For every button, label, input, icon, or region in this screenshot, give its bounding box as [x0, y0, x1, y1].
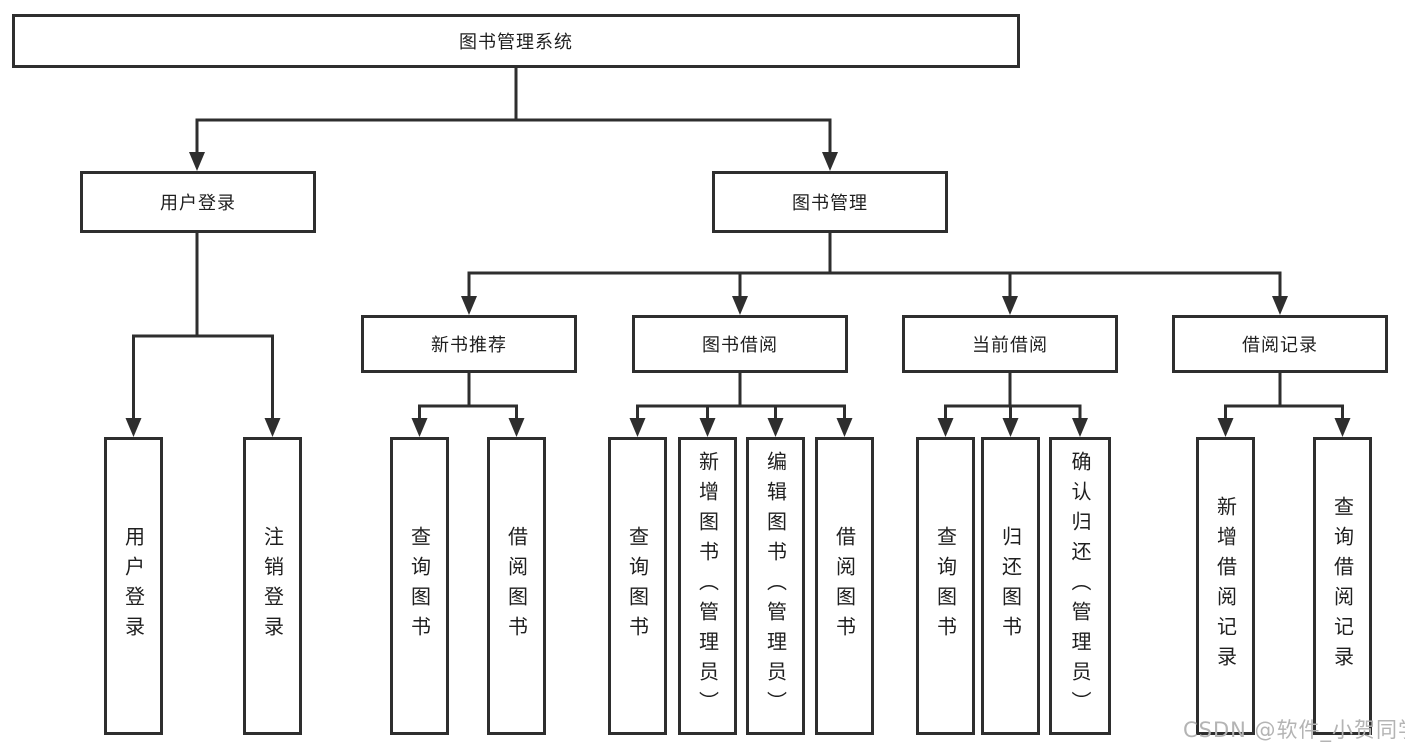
arrowhead-down-icon — [836, 418, 853, 437]
node-current-borrow-label: 当前借阅 — [972, 335, 1048, 356]
arrowhead-down-icon — [508, 418, 525, 437]
connector-bookborrow-to-children — [636, 373, 846, 420]
leaf-borrow-book-2-label: 借阅图书 — [832, 526, 857, 646]
leaf-return-book: 归还图书 — [981, 437, 1040, 735]
leaf-borrow-book-1: 借阅图书 — [487, 437, 546, 735]
node-new-book-recommend: 新书推荐 — [361, 315, 577, 373]
leaf-query-book-3-label: 查询图书 — [933, 526, 958, 646]
leaf-query-book-2: 查询图书 — [608, 437, 667, 735]
node-user-login-label: 用户登录 — [160, 193, 236, 214]
leaf-logout: 注销登录 — [243, 437, 302, 735]
connector-bookmgmt-to-level3 — [467, 233, 1282, 298]
connector-currentborrow-to-children — [944, 373, 1082, 420]
arrowhead-down-icon — [822, 152, 838, 171]
leaf-add-book-admin-label: 新增图书（管理员） — [695, 451, 720, 721]
node-book-borrow: 图书借阅 — [632, 315, 848, 373]
leaf-confirm-return-admin-label: 确认归还（管理员） — [1068, 451, 1092, 721]
csdn-watermark: CSDN @软件_小贺同学 — [1183, 718, 1405, 742]
leaf-confirm-return-admin: 确认归还（管理员） — [1049, 437, 1111, 735]
arrowhead-down-icon — [461, 296, 477, 315]
leaf-logout-label: 注销登录 — [260, 526, 285, 646]
arrowhead-down-icon — [937, 418, 954, 437]
leaf-borrow-book-1-label: 借阅图书 — [504, 526, 529, 646]
arrowhead-down-icon — [189, 152, 205, 171]
node-borrow-record-label: 借阅记录 — [1242, 335, 1318, 356]
connector-userlogin-to-children — [132, 233, 274, 420]
leaf-query-book-1-label: 查询图书 — [407, 526, 432, 646]
arrowhead-down-icon — [1002, 418, 1019, 437]
leaf-return-book-label: 归还图书 — [998, 526, 1023, 646]
arrowhead-down-icon — [1217, 418, 1234, 437]
arrowhead-down-icon — [629, 418, 646, 437]
arrowhead-down-icon — [1002, 296, 1018, 315]
leaf-add-borrow-record-label: 新增借阅记录 — [1213, 496, 1238, 676]
leaf-add-borrow-record: 新增借阅记录 — [1196, 437, 1255, 735]
arrowhead-down-icon — [1072, 418, 1088, 437]
leaf-edit-book-admin: 编辑图书（管理员） — [746, 437, 805, 735]
arrowhead-down-icon — [264, 418, 281, 437]
leaf-query-book-3: 查询图书 — [916, 437, 975, 735]
connector-root-to-level2 — [195, 68, 832, 154]
leaf-add-book-admin: 新增图书（管理员） — [678, 437, 737, 735]
leaf-borrow-book-2: 借阅图书 — [815, 437, 874, 735]
arrowhead-down-icon — [125, 418, 142, 437]
arrowhead-down-icon — [1334, 418, 1351, 437]
leaf-query-borrow-record: 查询借阅记录 — [1313, 437, 1372, 735]
connector-borrowrecord-to-children — [1224, 373, 1344, 420]
node-root: 图书管理系统 — [12, 14, 1020, 68]
arrowhead-down-icon — [732, 296, 748, 315]
node-new-book-recommend-label: 新书推荐 — [431, 335, 507, 356]
node-book-management: 图书管理 — [712, 171, 948, 233]
arrowhead-down-icon — [1272, 296, 1288, 315]
leaf-edit-book-admin-label: 编辑图书（管理员） — [763, 451, 788, 721]
leaf-query-book-1: 查询图书 — [390, 437, 449, 735]
node-book-borrow-label: 图书借阅 — [702, 335, 778, 356]
node-current-borrow: 当前借阅 — [902, 315, 1118, 373]
arrowhead-down-icon — [767, 418, 784, 437]
leaf-query-borrow-record-label: 查询借阅记录 — [1330, 496, 1355, 676]
leaf-query-book-2-label: 查询图书 — [625, 526, 650, 646]
arrowhead-down-icon — [699, 418, 716, 437]
leaf-user-login: 用户登录 — [104, 437, 163, 735]
arrowhead-down-icon — [411, 418, 428, 437]
node-root-label: 图书管理系统 — [459, 32, 573, 53]
node-user-login: 用户登录 — [80, 171, 316, 233]
arrowheads — [125, 152, 1351, 437]
node-book-management-label: 图书管理 — [792, 193, 868, 214]
node-borrow-record: 借阅记录 — [1172, 315, 1388, 373]
connector-newbook-to-children — [418, 373, 518, 420]
leaf-user-login-label: 用户登录 — [121, 526, 146, 646]
